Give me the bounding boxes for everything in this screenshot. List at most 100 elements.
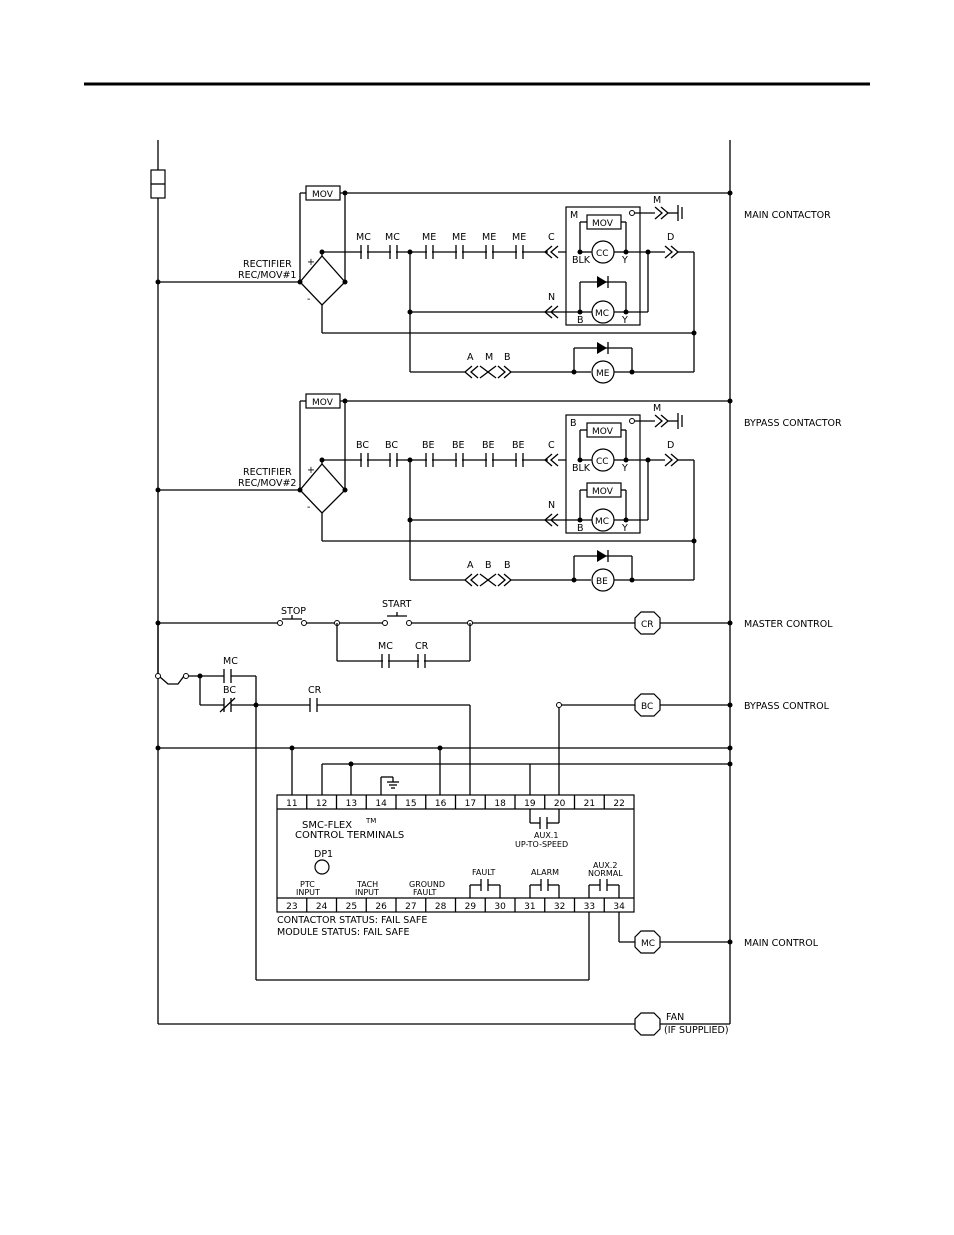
coil-cc: CC (596, 249, 609, 259)
contact-mc-1 (360, 245, 369, 259)
start-label: START (382, 599, 412, 610)
coil-main-mc: MC (641, 939, 655, 949)
contact-label: MC (385, 232, 400, 243)
rung-main-control: MAIN CONTROL (744, 938, 819, 949)
rec-mov-label: REC/MOV#1 (238, 270, 296, 281)
module-tm: TM (365, 817, 376, 825)
rung-main-contactor: MAIN CONTACTOR (744, 210, 831, 221)
terminal-11: 11 (286, 799, 297, 809)
svg-text:CC: CC (596, 457, 609, 467)
svg-text:PTC: PTC (300, 880, 315, 889)
coil-me: ME (596, 369, 610, 379)
svg-text:AUX.1: AUX.1 (534, 831, 558, 840)
stop-label: STOP (281, 606, 306, 617)
terminal-21: 21 (584, 799, 595, 809)
fan-label: FAN (666, 1012, 684, 1023)
contact-mc-2 (389, 245, 398, 259)
terminal-23: 23 (286, 902, 297, 912)
terminal-24: 24 (316, 902, 328, 912)
rung-bypass-contactor: BYPASS CONTACTOR (744, 418, 842, 429)
svg-text:CR: CR (308, 685, 322, 696)
svg-text:-: - (307, 502, 310, 513)
bypass-contactor-section: MOV + - RECTIFIER REC/MOV#2 BC BC BE BE … (155, 393, 733, 592)
svg-text:A: A (467, 352, 474, 363)
svg-text:INPUT: INPUT (355, 888, 379, 897)
module-status: MODULE STATUS: FAIL SAFE (277, 927, 410, 938)
contact-me-4 (515, 245, 524, 259)
terminal-34: 34 (613, 902, 625, 912)
svg-text:+: + (307, 465, 315, 476)
svg-text:M: M (570, 210, 578, 221)
power-rails (150, 140, 731, 1024)
terminal-19: 19 (524, 799, 536, 809)
svg-text:B: B (570, 418, 577, 429)
connector-c-label: C (548, 232, 555, 243)
svg-text:B: B (504, 560, 511, 571)
svg-text:DP1: DP1 (314, 849, 333, 860)
smc-flex-module: SMC-FLEX TM CONTROL TERMINALS DP1 AUX.1 … (276, 794, 635, 938)
svg-text:TACH: TACH (356, 880, 378, 889)
svg-text:B: B (485, 560, 492, 571)
svg-text:M: M (485, 352, 493, 363)
terminal-18: 18 (494, 799, 506, 809)
svg-text:BC: BC (356, 440, 369, 451)
terminal-20: 20 (554, 799, 566, 809)
svg-text:REC/MOV#2: REC/MOV#2 (238, 478, 296, 489)
svg-text:BE: BE (422, 440, 435, 451)
contact-me-2 (455, 245, 464, 259)
terminal-15: 15 (405, 799, 416, 809)
svg-text:MOV: MOV (592, 427, 614, 437)
svg-text:D: D (667, 232, 674, 243)
coil-be: BE (596, 577, 608, 587)
rung-bypass-control: BYPASS CONTROL (744, 701, 830, 712)
svg-text:BLK: BLK (572, 255, 591, 266)
svg-text:RECTIFIER: RECTIFIER (243, 467, 292, 478)
svg-text:B: B (504, 352, 511, 363)
svg-text:+: + (307, 257, 315, 268)
terminal-16: 16 (435, 799, 447, 809)
contactor-status: CONTACTOR STATUS: FAIL SAFE (277, 915, 427, 926)
coil-cr: CR (641, 620, 654, 630)
terminal-25: 25 (346, 902, 357, 912)
svg-text:D: D (667, 440, 674, 451)
terminal-14: 14 (375, 799, 387, 809)
svg-text:MC: MC (378, 641, 393, 652)
svg-text:BE: BE (482, 440, 495, 451)
svg-text:BC: BC (385, 440, 398, 451)
coil-mc: MC (595, 309, 609, 319)
svg-text:N: N (548, 292, 555, 303)
fan-note: (IF SUPPLIED) (664, 1025, 729, 1036)
mov-label: MOV (312, 190, 334, 200)
terminal-30: 30 (494, 902, 506, 912)
svg-text:M: M (653, 403, 661, 414)
svg-text:MC: MC (223, 656, 238, 667)
svg-text:BC: BC (223, 685, 236, 696)
terminal-12: 12 (316, 799, 327, 809)
contact-label: ME (422, 232, 436, 243)
svg-text:NORMAL: NORMAL (588, 869, 623, 878)
svg-text:FAULT: FAULT (472, 868, 496, 877)
svg-text:GROUND: GROUND (409, 880, 445, 889)
contact-me-1 (425, 245, 434, 259)
terminal-32: 32 (554, 902, 565, 912)
svg-text:Y: Y (621, 315, 628, 326)
svg-text:B: B (577, 315, 584, 326)
svg-text:BE: BE (452, 440, 465, 451)
svg-text:MOV: MOV (312, 398, 334, 408)
terminal-27: 27 (405, 902, 416, 912)
terminal-31: 31 (524, 902, 535, 912)
module-title: SMC-FLEX (302, 820, 352, 831)
svg-text:MOV: MOV (592, 219, 614, 229)
svg-text:ALARM: ALARM (531, 868, 559, 877)
master-control-rung: STOP START MC CR CR (155, 599, 733, 668)
contact-label: MC (356, 232, 371, 243)
svg-text:Y: Y (621, 255, 628, 266)
svg-text:UP-TO-SPEED: UP-TO-SPEED (515, 840, 568, 849)
main-control-rung: MC (618, 912, 733, 954)
svg-text:CR: CR (415, 641, 429, 652)
terminal-13: 13 (346, 799, 357, 809)
contact-label: ME (452, 232, 466, 243)
bypass-control-rung: MC BC CR BC (155, 623, 733, 981)
